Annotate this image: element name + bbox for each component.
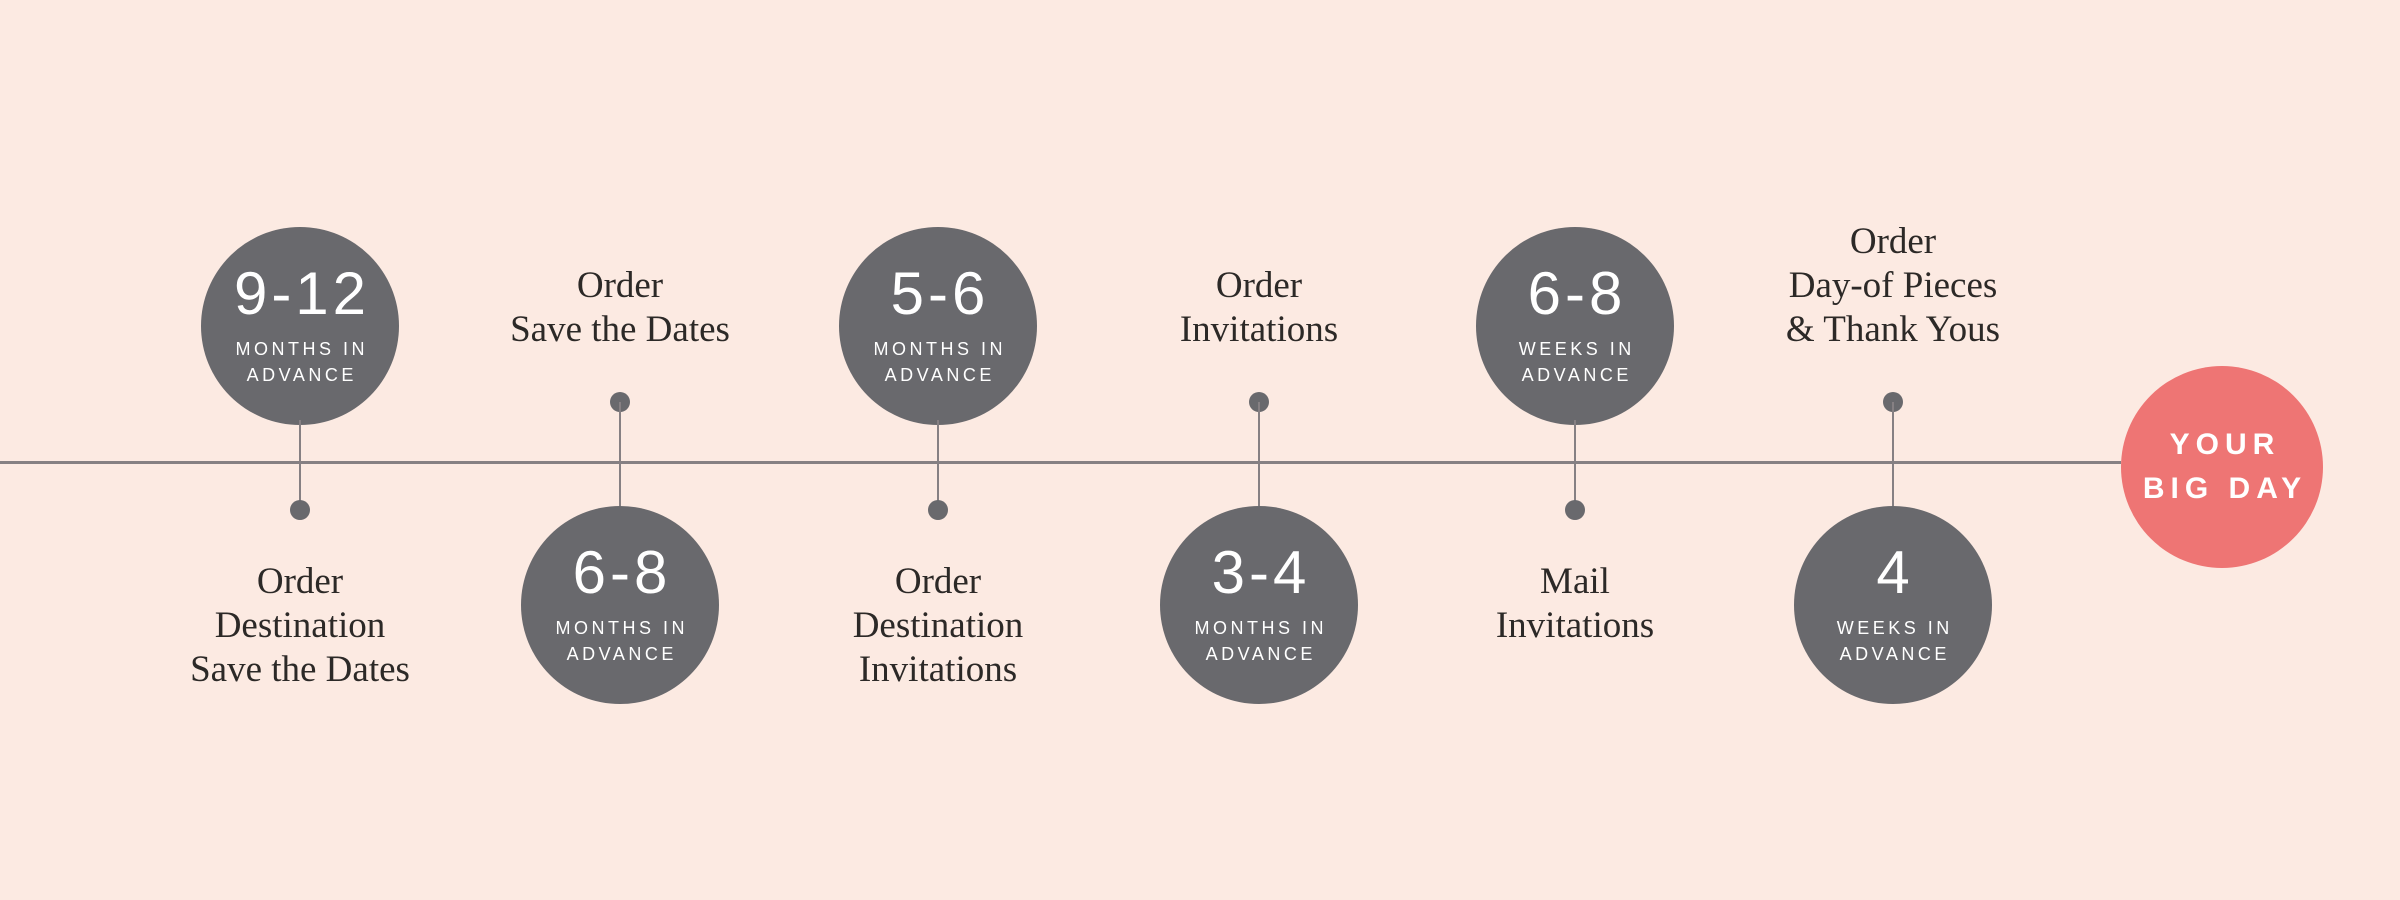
timeline-badge: 6-8 WEEKS IN ADVANCE <box>1476 227 1674 425</box>
badge-caption-line: WEEKS IN <box>1518 339 1635 359</box>
badge-value: 9-12 <box>233 260 371 327</box>
big-day-badge: YOUR BIG DAY <box>2121 366 2323 568</box>
label-line: Order <box>1849 221 1937 262</box>
badge-caption-line: ADVANCE <box>1521 365 1632 385</box>
connector-stem <box>299 420 301 510</box>
label-line: Save the Dates <box>190 649 410 690</box>
label-line: Order <box>894 561 982 602</box>
badge-value: 5-6 <box>890 260 990 327</box>
timeline-badge: 3-4 MONTHS IN ADVANCE <box>1160 506 1358 704</box>
connector-stem <box>1892 402 1894 506</box>
badge-caption-line: ADVANCE <box>246 365 357 385</box>
timeline-label: Order Invitations <box>1049 264 1469 352</box>
label-line: Order <box>1215 265 1303 306</box>
label-line: & Thank Yous <box>1785 309 2001 350</box>
timeline-badge: 6-8 MONTHS IN ADVANCE <box>521 506 719 704</box>
badge-caption-line: WEEKS IN <box>1836 618 1953 638</box>
timeline-badge: 5-6 MONTHS IN ADVANCE <box>839 227 1037 425</box>
badge-value: 3-4 <box>1211 539 1311 606</box>
badge-caption-line: ADVANCE <box>1205 644 1316 664</box>
badge-caption-line: ADVANCE <box>884 365 995 385</box>
badge-caption-line: ADVANCE <box>566 644 677 664</box>
connector-dot <box>1565 500 1585 520</box>
label-line: Save the Dates <box>510 309 730 350</box>
label-line: Mail <box>1540 561 1610 602</box>
badge-caption-line: MONTHS IN <box>555 618 688 638</box>
big-day-line: YOUR <box>2169 428 2281 461</box>
badge-caption-line: MONTHS IN <box>1194 618 1327 638</box>
label-line: Destination <box>214 605 386 646</box>
label-line: Order <box>576 265 664 306</box>
label-line: Order <box>256 561 344 602</box>
label-line: Destination <box>852 605 1024 646</box>
label-line: Day-of Pieces <box>1788 265 1998 306</box>
badge-caption-line: MONTHS IN <box>873 339 1006 359</box>
connector-stem <box>619 402 621 506</box>
badge-caption-line: MONTHS IN <box>235 339 368 359</box>
timeline-label: Order Save the Dates <box>410 264 830 352</box>
timeline-label: Mail Invitations <box>1365 560 1785 648</box>
timeline-axis <box>0 461 2121 464</box>
connector-dot <box>290 500 310 520</box>
timeline-label: Order Day-of Pieces & Thank Yous <box>1683 220 2103 352</box>
label-line: Invitations <box>1179 309 1339 350</box>
badge-value: 6-8 <box>572 539 672 606</box>
connector-stem <box>937 420 939 510</box>
label-line: Invitations <box>1495 605 1655 646</box>
timeline-label: Order Destination Save the Dates <box>90 560 510 692</box>
connector-dot <box>928 500 948 520</box>
badge-caption-line: ADVANCE <box>1839 644 1950 664</box>
badge-value: 6-8 <box>1527 260 1627 327</box>
timeline-label: Order Destination Invitations <box>728 560 1148 692</box>
label-line: Invitations <box>858 649 1018 690</box>
connector-stem <box>1574 420 1576 510</box>
timeline-badge: 4 WEEKS IN ADVANCE <box>1794 506 1992 704</box>
connector-stem <box>1258 402 1260 506</box>
timeline-badge: 9-12 MONTHS IN ADVANCE <box>201 227 399 425</box>
badge-value: 4 <box>1876 539 1914 606</box>
big-day-line: BIG DAY <box>2142 472 2308 505</box>
